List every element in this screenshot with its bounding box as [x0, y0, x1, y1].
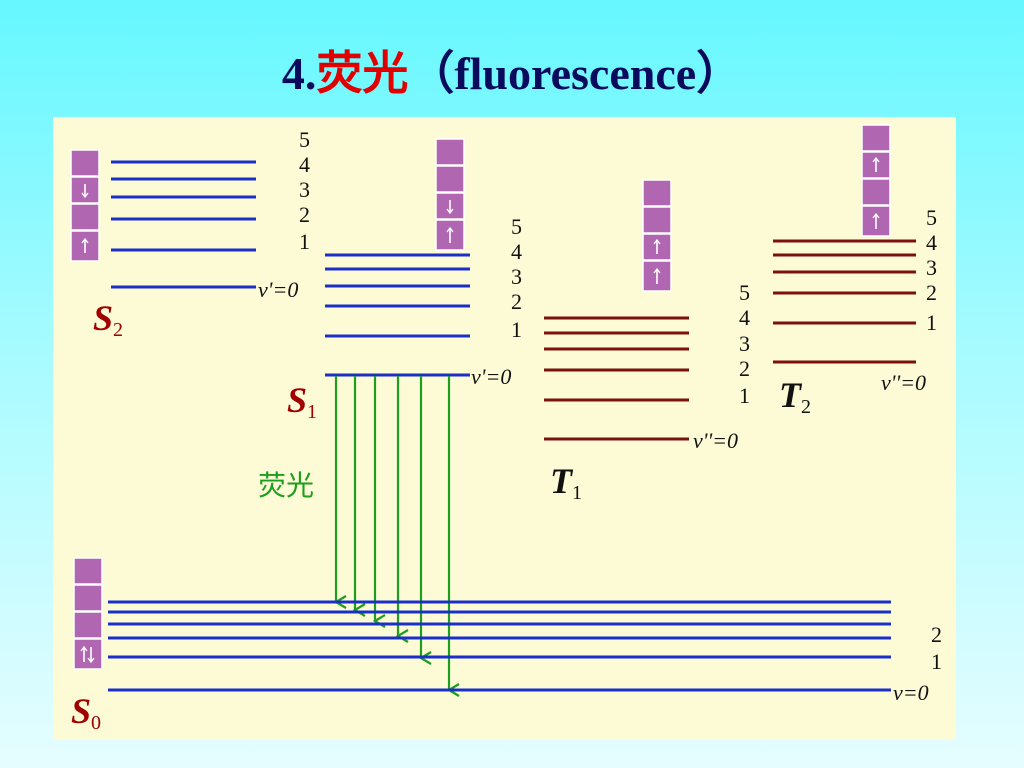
t2-level-0: v''=0 [881, 370, 926, 395]
t2-level-1: 1 [926, 310, 937, 335]
electron-spin-up-arrow-icon [872, 212, 880, 229]
title-chinese: 荧光 [316, 48, 409, 99]
t2-level-4: 4 [926, 230, 937, 255]
t2-levels [773, 239, 916, 364]
jablonski-diagram-panel: 5 4 3 2 1 v'=0 S2 5 4 3 2 1 v'=0 S1 [53, 117, 956, 740]
title-english: fluorescence [454, 48, 697, 99]
t2-level-3: 3 [926, 255, 937, 280]
s2-level-2: 2 [299, 202, 310, 227]
t1-level-0: v''=0 [693, 428, 738, 453]
s2-level-labels: 5 4 3 2 1 v'=0 [258, 127, 310, 302]
s1-electron-diagram [435, 138, 465, 251]
electron-spin-up-arrow-icon [81, 237, 89, 253]
s0-level-2: 2 [931, 622, 942, 647]
t1-level-3: 3 [739, 331, 750, 356]
fluorescence-label: 荧光 [258, 469, 314, 502]
s2-level-3: 3 [299, 177, 310, 202]
electron-spin-down-arrow-icon [81, 184, 89, 199]
s1-level-0: v'=0 [471, 364, 511, 389]
title-number: 4. [281, 48, 317, 99]
title-open-paren: （ [408, 48, 455, 99]
s2-state-label: S2 [93, 298, 123, 341]
t1-electron-diagram [642, 179, 672, 292]
electron-spin-down-arrow-icon [446, 200, 454, 215]
s0-level-0: v=0 [893, 680, 929, 705]
s0-level-1: 1 [931, 649, 942, 674]
s0-levels [108, 600, 891, 692]
t2-state-label: T2 [779, 375, 811, 418]
t1-level-1: 1 [739, 383, 750, 408]
s2-level-0: v'=0 [258, 277, 298, 302]
electron-spin-up-arrow-icon [653, 238, 661, 254]
s2-electron-diagram [70, 149, 100, 262]
s2-level-5: 5 [299, 127, 310, 152]
electron-spin-up-arrow-icon [446, 226, 454, 243]
s2-levels [111, 160, 256, 289]
s0-level-labels: 2 1 v=0 [893, 622, 942, 705]
t1-level-labels: 5 4 3 2 1 v''=0 [693, 280, 750, 453]
s2-level-4: 4 [299, 152, 310, 177]
t1-level-2: 2 [739, 356, 750, 381]
title-close-paren: ） [696, 48, 743, 99]
s0-state-label: S0 [71, 691, 101, 734]
t1-levels [544, 316, 689, 441]
s1-level-4: 4 [511, 239, 522, 264]
page-title: 4.荧光（fluorescence） [0, 42, 1024, 106]
t2-electron-diagram [861, 124, 891, 237]
s0-electron-diagram [73, 557, 103, 670]
paired-spin-arrows-icon [80, 645, 95, 664]
s1-level-2: 2 [511, 289, 522, 314]
t2-level-5: 5 [926, 205, 937, 230]
t2-level-labels: 5 4 3 2 1 v''=0 [881, 205, 937, 395]
electron-spin-up-arrow-icon [653, 267, 661, 284]
t2-level-2: 2 [926, 280, 937, 305]
electron-spin-up-arrow-icon [872, 156, 880, 172]
jablonski-diagram: 5 4 3 2 1 v'=0 S2 5 4 3 2 1 v'=0 S1 [70, 124, 942, 734]
s1-level-1: 1 [511, 317, 522, 342]
t1-state-label: T1 [550, 461, 582, 504]
t1-level-4: 4 [739, 305, 750, 330]
fluorescence-arrows [336, 376, 449, 690]
s1-level-labels: 5 4 3 2 1 v'=0 [471, 214, 522, 389]
s1-state-label: S1 [287, 380, 317, 423]
s1-level-5: 5 [511, 214, 522, 239]
s2-level-1: 1 [299, 229, 310, 254]
t1-level-5: 5 [739, 280, 750, 305]
s1-level-3: 3 [511, 264, 522, 289]
s1-levels [325, 253, 470, 377]
